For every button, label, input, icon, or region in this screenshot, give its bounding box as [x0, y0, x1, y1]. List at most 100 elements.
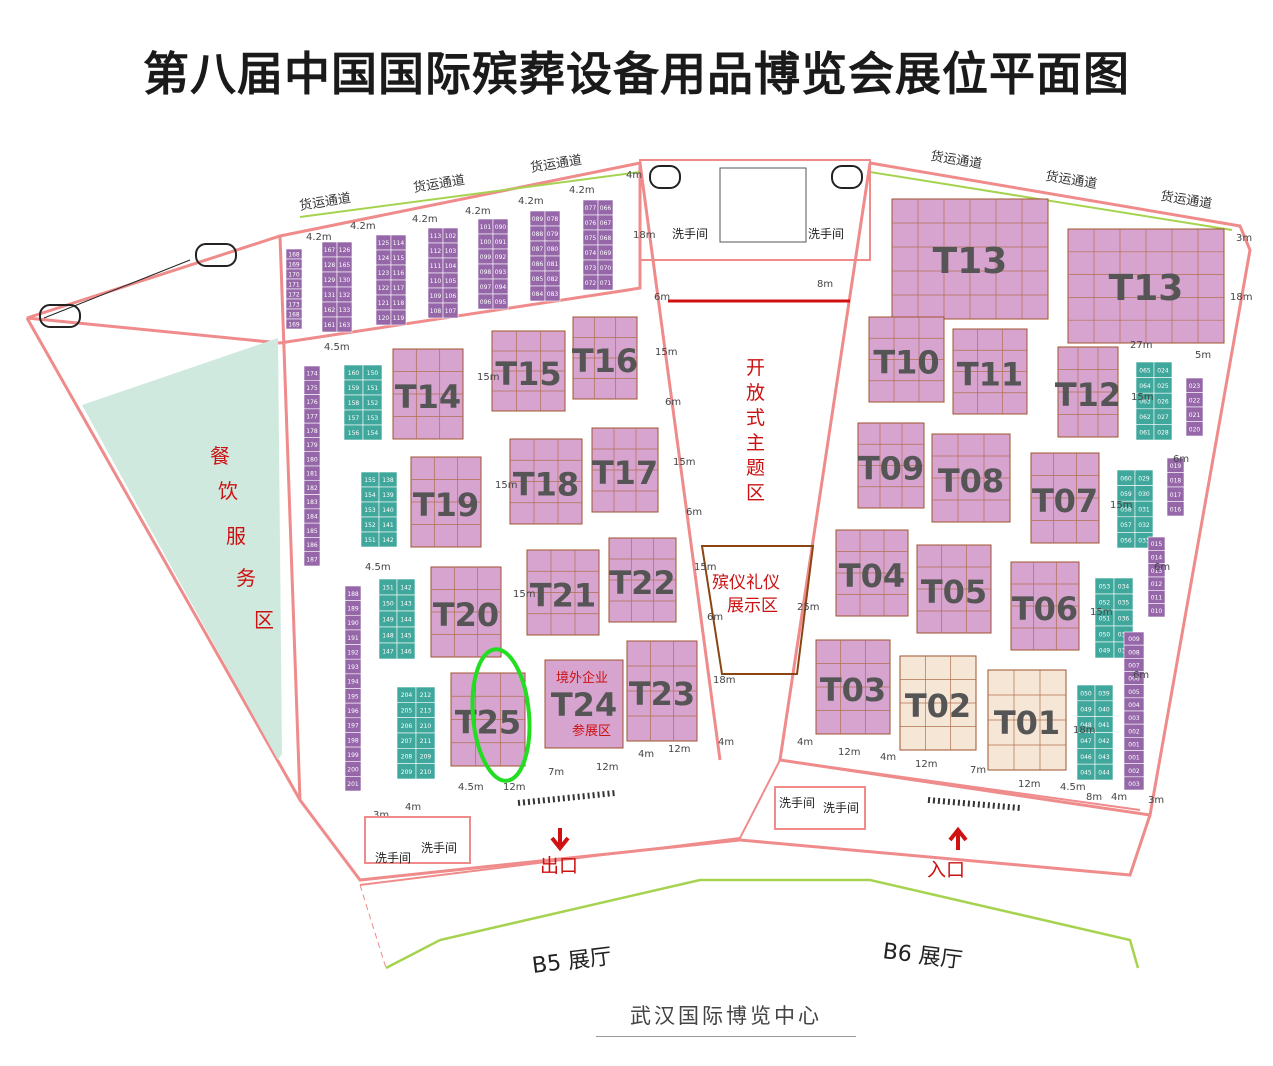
booth-number: 201 [347, 781, 359, 788]
booth-number: 190 [347, 620, 359, 627]
booth-number: 194 [347, 679, 359, 686]
dimension-label: 12m [596, 762, 618, 773]
booth-block-t19[interactable]: T19 [410, 456, 482, 548]
booth-number: 109 [430, 293, 442, 300]
booth-strip[interactable]: 1881891901911921931941951961971981992002… [344, 585, 362, 792]
booth-number: 147 [382, 649, 394, 656]
booth-block-t24[interactable]: T24 [544, 659, 624, 749]
dimension-label: 4.2m [569, 185, 595, 196]
booth-block-t14[interactable]: T14 [392, 348, 464, 440]
booth-number: 182 [306, 485, 318, 492]
booth-number: 192 [347, 649, 359, 656]
dimension-label: 3m [373, 810, 389, 821]
booth-block-t02[interactable]: T02 [899, 655, 977, 751]
open-theme-char: 主 [746, 432, 765, 454]
booth-block-t18[interactable]: T18 [509, 438, 583, 525]
booth-block-t16[interactable]: T16 [572, 316, 638, 400]
booth-block-t13[interactable]: T13 [1067, 228, 1225, 344]
booth-number: 140 [382, 507, 394, 514]
booth-cell [303, 551, 321, 567]
booth-block-t22[interactable]: T22 [608, 537, 677, 623]
booth-block-t12[interactable]: T12 [1055, 346, 1121, 438]
booth-block-t06[interactable]: T06 [1010, 561, 1080, 651]
booth-block-t23[interactable]: T23 [626, 640, 698, 742]
booth-block-label: T16 [572, 342, 638, 380]
booth-block-t21[interactable]: T21 [526, 549, 600, 636]
booth-block-t15[interactable]: T15 [491, 330, 566, 412]
booth-number: 015 [1151, 541, 1163, 548]
booth-number: 025 [1157, 383, 1169, 390]
dimension-label: 4.5m [324, 342, 350, 353]
booth-block-t09[interactable]: T09 [857, 422, 925, 509]
booth-number: 052 [1099, 600, 1111, 607]
booth-number: 066 [600, 205, 612, 212]
booth-strip[interactable]: 1741751761771781791801811821831841851861… [303, 365, 321, 567]
open-theme-char: 区 [746, 482, 765, 504]
dimension-label: 12m [1018, 779, 1040, 790]
dimension-label: 4.2m [518, 196, 544, 207]
booth-cell [362, 424, 383, 441]
booth-block-label: T13 [1109, 268, 1184, 309]
booth-block-label: T25 [455, 704, 521, 742]
booth-number: 107 [445, 308, 457, 315]
booth-block-t17[interactable]: T17 [591, 427, 659, 513]
booth-block-t07[interactable]: T07 [1030, 452, 1100, 544]
dimension-label: 27m [1130, 340, 1152, 351]
overseas-label: 境外企业 [556, 670, 608, 686]
dimension-label: 4.2m [306, 232, 332, 243]
booth-block-t03[interactable]: T03 [815, 639, 891, 735]
booth-cell [415, 763, 436, 780]
booth-number: 212 [420, 692, 432, 699]
booth-block-t01[interactable]: T01 [987, 669, 1067, 771]
booth-block-t20[interactable]: T20 [430, 566, 502, 658]
booth-number: 193 [347, 664, 359, 671]
booth-number: 133 [339, 307, 351, 314]
booth-number: 026 [1157, 399, 1169, 406]
booth-block-t05[interactable]: T05 [916, 544, 992, 634]
booth-number: 141 [382, 522, 394, 529]
booth-block-label: T12 [1055, 376, 1121, 414]
booth-number: 179 [306, 442, 318, 449]
dimension-label: 8m [1086, 792, 1102, 803]
booth-number: 196 [347, 708, 359, 715]
booth-number: 188 [347, 591, 359, 598]
booth-number: 003 [1128, 781, 1140, 788]
booth-block-t25[interactable]: T25 [450, 672, 526, 767]
bottom-facilities: 洗手间 洗手间 洗手间 洗手间 出口 入口 [359, 759, 1141, 970]
booth-block-label: T21 [530, 577, 596, 615]
booth-number: 079 [547, 231, 559, 238]
booth-number: 100 [480, 239, 492, 246]
booth-block-t04[interactable]: T04 [835, 529, 909, 617]
booth-number: 189 [347, 605, 359, 612]
booth-number: 158 [348, 400, 360, 407]
booth-block-t11[interactable]: T11 [952, 328, 1028, 415]
booth-block-t08[interactable]: T08 [931, 433, 1011, 523]
booth-number: 145 [400, 633, 412, 640]
booth-block-t13[interactable]: T13 [891, 198, 1049, 320]
booth-number: 071 [600, 280, 612, 287]
booth-block-t10[interactable]: T10 [868, 316, 945, 403]
open-theme-char: 开 [746, 357, 765, 379]
booth-number: 076 [585, 220, 597, 227]
dimension-label: 4.2m [350, 221, 376, 232]
booth-number: 176 [306, 399, 318, 406]
